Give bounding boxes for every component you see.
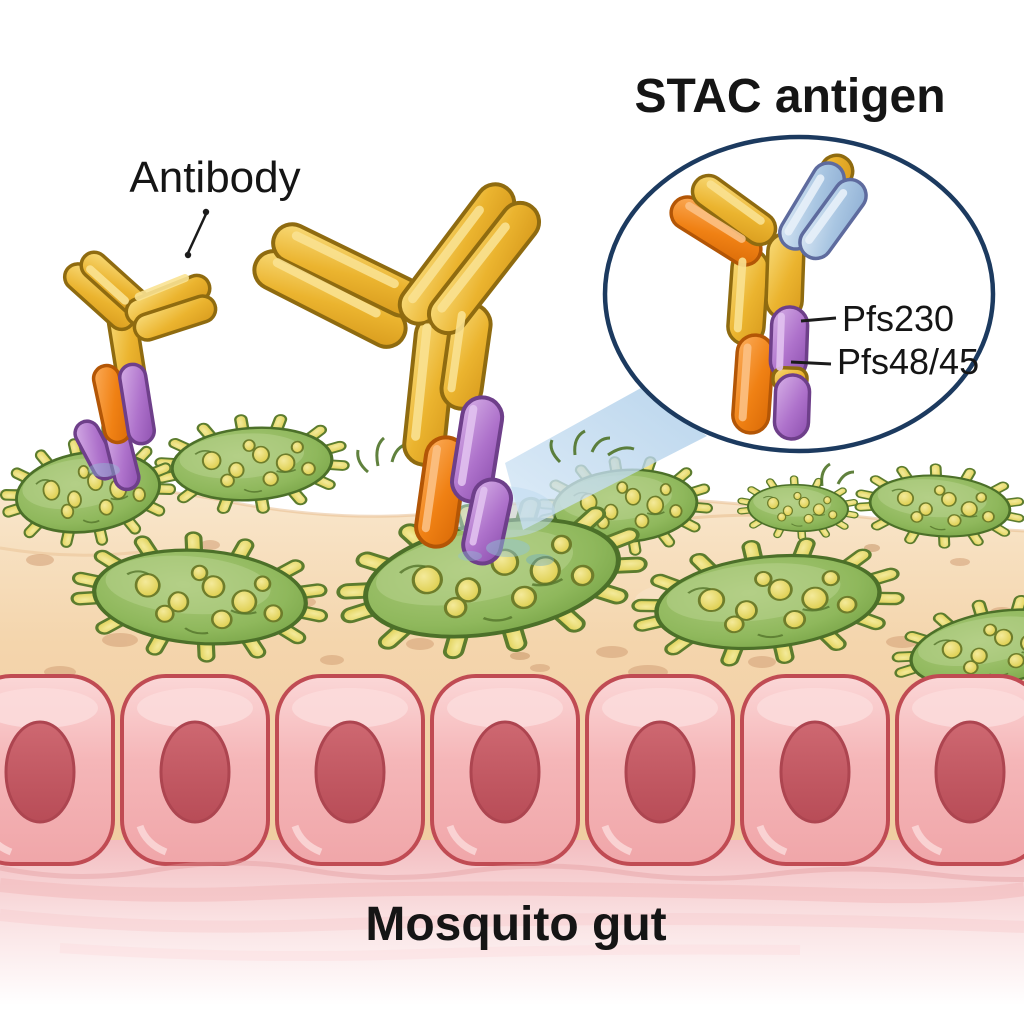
gut-wash <box>0 840 1024 1024</box>
pfs230-leader-line <box>800 316 837 323</box>
binding-splash <box>88 463 120 477</box>
pfs48-45-label: Pfs48/45 <box>837 341 979 382</box>
epithelial-cell <box>277 676 423 864</box>
pfs230-label: Pfs230 <box>842 298 954 339</box>
inset-antibody <box>669 153 868 441</box>
antibody-label: Antibody <box>129 153 300 202</box>
antibody-leader-line <box>184 208 210 259</box>
epithelial-cell <box>432 676 578 864</box>
epithelial-cell <box>0 676 113 864</box>
stac-antigen-label: STAC antigen <box>634 70 945 123</box>
binding-splash <box>458 539 554 566</box>
epithelial-cell <box>897 676 1024 864</box>
epithelial-cell <box>122 676 268 864</box>
epithelium <box>0 676 1024 864</box>
pfs48-45-leader-line <box>790 360 832 366</box>
antibody-small <box>62 250 218 492</box>
magnifier-circle: Pfs230 Pfs48/45 <box>602 134 996 454</box>
mosquito-gut-label: Mosquito gut <box>365 898 666 951</box>
epithelial-cell <box>587 676 733 864</box>
cell-row-shadow <box>0 860 1024 883</box>
antibody-main <box>252 182 542 566</box>
gut-wash-streaks <box>0 878 1024 961</box>
zoom-beam <box>505 388 707 530</box>
epithelial-cell <box>742 676 888 864</box>
